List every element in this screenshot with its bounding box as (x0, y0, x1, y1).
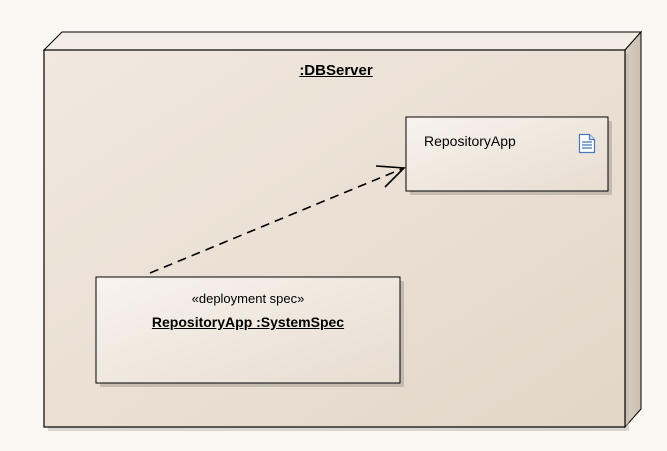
artifact-repositoryapp[interactable] (405, 116, 612, 195)
dependency-line (149, 167, 405, 274)
document-icon (578, 133, 596, 154)
dependency-connector[interactable] (149, 165, 406, 274)
artifact-name: RepositoryApp (424, 133, 516, 149)
node-title: :DBServer (299, 62, 373, 79)
node-top-face (42, 31, 643, 51)
deployment-spec-name: RepositoryApp :SystemSpec (151, 314, 345, 330)
dependency-arrowhead (375, 165, 406, 188)
deployment-spec-box (95, 276, 401, 384)
deployment-spec-stereotype: «deployment spec» (191, 291, 305, 306)
deployment-spec-box-group[interactable] (95, 276, 404, 387)
artifact-box (405, 116, 609, 192)
